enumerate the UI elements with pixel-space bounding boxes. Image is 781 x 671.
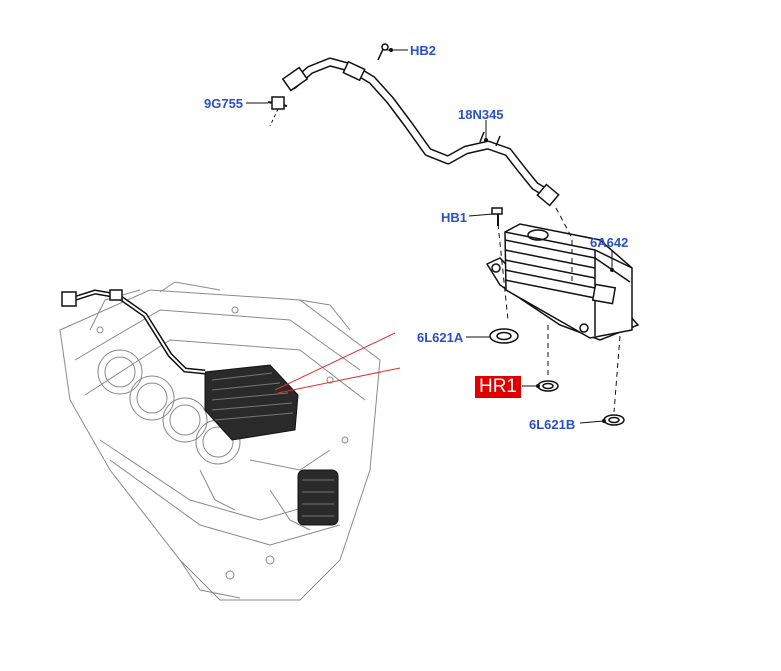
callout-18n345: 18N345 [458,107,504,122]
detail-leader-lines [274,332,401,394]
assembly-lines [497,207,621,413]
callout-leaders [246,49,613,424]
oil-cooler-6a642 [485,223,640,341]
oil-filter-housing [297,469,339,526]
sensor-9g755 [267,96,288,127]
engine-pipe [61,289,206,375]
seal-6l621b [603,414,625,426]
callout-dots [389,48,614,423]
seal-6l621a [489,328,519,344]
engine-block [59,281,381,601]
bolt-hb1 [491,207,503,226]
pipe-18n345 [281,43,560,207]
callout-hb2: HB2 [410,43,437,58]
highlight-hr1-label: HR1 [475,376,521,398]
callout-6l621a: 6L621A [417,330,464,345]
callout-6a642: 6A642 [590,235,629,250]
callout-9g755: 9G755 [204,96,244,111]
seal-hr1 [537,380,559,392]
engine-oil-cooler [204,364,299,441]
callout-hb1: HB1 [441,210,468,225]
callout-6l621b: 6L621B [529,417,576,432]
